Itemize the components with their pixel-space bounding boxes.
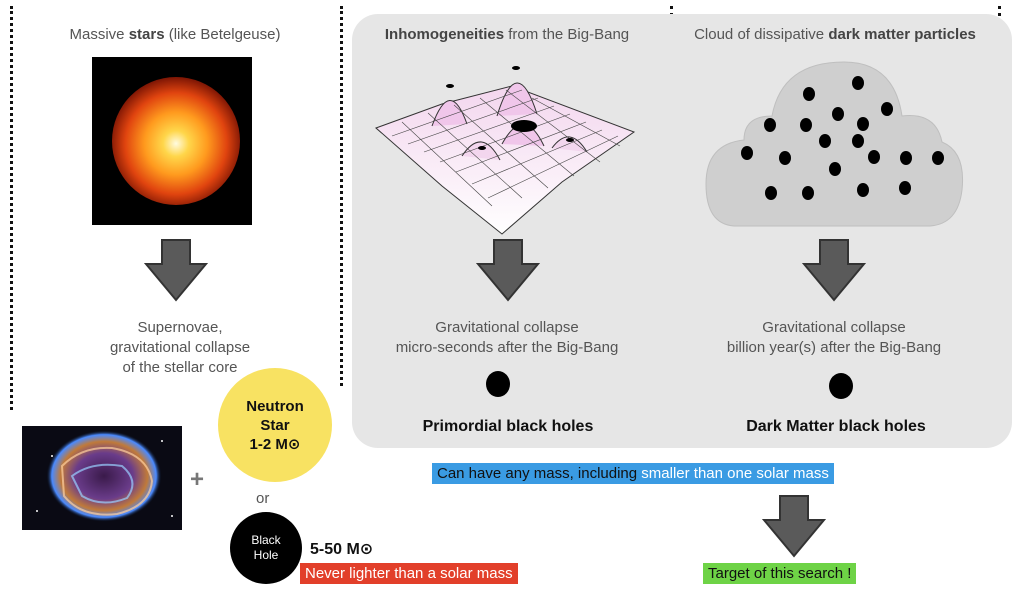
density-fluctuation-surface-image [375, 66, 636, 235]
black-hole-mass-label: 5-50 M⊙ [310, 541, 374, 558]
dark-matter-heading: Cloud of dissipative dark matter particl… [694, 26, 976, 43]
black-hole-circle: Black Hole [230, 512, 302, 584]
dark-matter-black-holes-label: Dark Matter black holes [746, 418, 926, 435]
betelgeuse-image [92, 57, 252, 225]
primordial-black-hole-dot [486, 371, 510, 397]
down-arrow-icon [144, 239, 208, 302]
primordial-black-holes-label: Primordial black holes [422, 418, 594, 435]
down-arrow-icon [802, 239, 866, 302]
supernova-remnant-image [22, 426, 182, 530]
green-banner: Target of this search ! [703, 563, 857, 584]
dark-matter-collapse-description: Gravitational collapse billion year(s) a… [726, 319, 942, 356]
dark-matter-cloud-image [705, 61, 964, 227]
red-banner: Never lighter than a solar mass [300, 563, 518, 584]
down-arrow-icon [762, 495, 826, 558]
primordial-collapse-description: Gravitational collapse micro-seconds aft… [395, 319, 619, 356]
neutron-star-circle: Neutron Star 1-2 M⊙ [218, 368, 332, 482]
center-dotted-divider [340, 6, 343, 386]
left-dotted-divider [10, 6, 13, 410]
plus-sign: + [190, 466, 205, 493]
or-label: or [256, 490, 270, 507]
cosmology-panel [352, 14, 1012, 448]
supernovae-description: Supernovae, gravitational collapse of th… [109, 319, 251, 376]
inhomogeneities-heading: Inhomogeneities from the Big-Bang [384, 26, 630, 43]
down-arrow-icon [476, 239, 540, 302]
stars-heading: Massive stars (like Betelgeuse) [69, 26, 281, 43]
blue-banner: Can have any mass, including smaller tha… [432, 463, 834, 484]
dark-matter-black-hole-dot [829, 373, 853, 399]
